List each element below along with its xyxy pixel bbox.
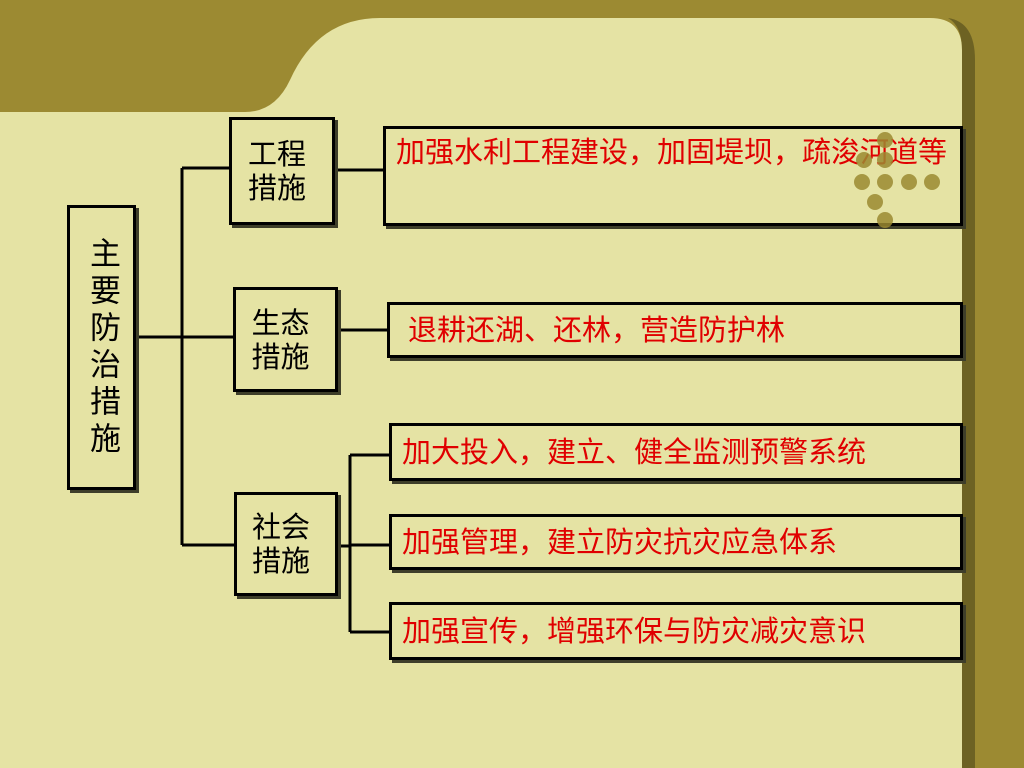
social-measure-text-1: 加大投入，建立、健全监测预警系统	[402, 434, 867, 469]
category-engineering-label: 工程措施	[248, 137, 307, 205]
category-ecological-box: 生态措施	[233, 287, 338, 392]
social-measure-box-2: 加强管理，建立防灾抗灾应急体系	[389, 514, 963, 570]
social-measure-text-2: 加强管理，建立防灾抗灾应急体系	[402, 524, 838, 559]
category-ecological-label: 生态措施	[251, 305, 310, 374]
social-measure-text-3: 加强宣传，增强环保与防灾减灾意识	[402, 613, 867, 648]
social-measure-box-1: 加大投入，建立、健全监测预警系统	[389, 423, 963, 481]
ecological-measure-text: 退耕还湖、还林，营造防护林	[408, 312, 786, 347]
main-measures-label: 主要防治措施	[84, 236, 120, 459]
main-measures-box: 主要防治措施	[67, 205, 136, 490]
engineering-measure-text: 加强水利工程建设，加固堤坝，疏浚河道等	[396, 135, 948, 169]
category-social-label: 社会措施	[252, 510, 311, 578]
category-social-box: 社会措施	[234, 492, 338, 596]
category-engineering-box: 工程措施	[229, 117, 335, 225]
ecological-measure-box: 退耕还湖、还林，营造防护林	[387, 302, 963, 358]
social-measure-box-3: 加强宣传，增强环保与防灾减灾意识	[389, 602, 963, 660]
